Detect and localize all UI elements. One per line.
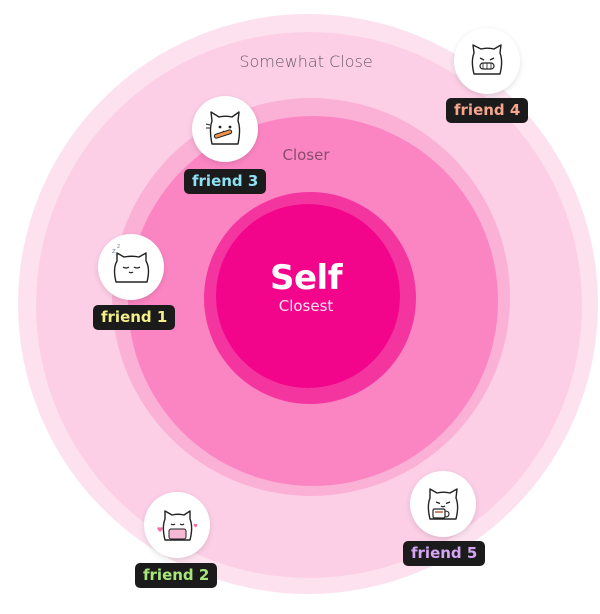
friend-3-badge[interactable]: friend 3 bbox=[184, 169, 267, 194]
friend-2-avatar[interactable] bbox=[144, 492, 210, 558]
friend-4-avatar[interactable] bbox=[454, 28, 520, 94]
cat-eating-icon bbox=[205, 111, 241, 145]
center-title: Self bbox=[270, 258, 343, 298]
friend-4-label: friend 4 bbox=[454, 101, 521, 119]
friend-1-badge[interactable]: friend 1 bbox=[93, 305, 176, 330]
cat-holding-heart-icon bbox=[157, 510, 198, 541]
friend-2-label: friend 2 bbox=[143, 566, 210, 584]
friend-2-badge[interactable]: friend 2 bbox=[135, 563, 218, 588]
friend-5-badge[interactable]: friend 5 bbox=[403, 541, 486, 566]
cat-with-mug-icon bbox=[427, 488, 459, 520]
svg-text:z: z bbox=[112, 247, 116, 255]
center-subtitle: Closest bbox=[278, 297, 334, 315]
friend-1-avatar[interactable]: z z bbox=[98, 234, 164, 300]
middle-ring-label: Closer bbox=[282, 146, 330, 164]
inner-circle-self bbox=[216, 204, 400, 388]
friend-1-label: friend 1 bbox=[101, 308, 168, 326]
friend-5-label: friend 5 bbox=[411, 544, 478, 562]
grinning-cat-icon bbox=[471, 44, 503, 75]
outer-ring-label: Somewhat Close bbox=[239, 52, 373, 71]
sleepy-cat-icon: z z bbox=[112, 243, 150, 283]
svg-text:z: z bbox=[117, 243, 120, 250]
friend-4-badge[interactable]: friend 4 bbox=[446, 98, 529, 123]
friend-3-avatar[interactable] bbox=[192, 96, 258, 162]
friend-3-label: friend 3 bbox=[192, 172, 259, 190]
friend-5-avatar[interactable] bbox=[410, 471, 476, 537]
